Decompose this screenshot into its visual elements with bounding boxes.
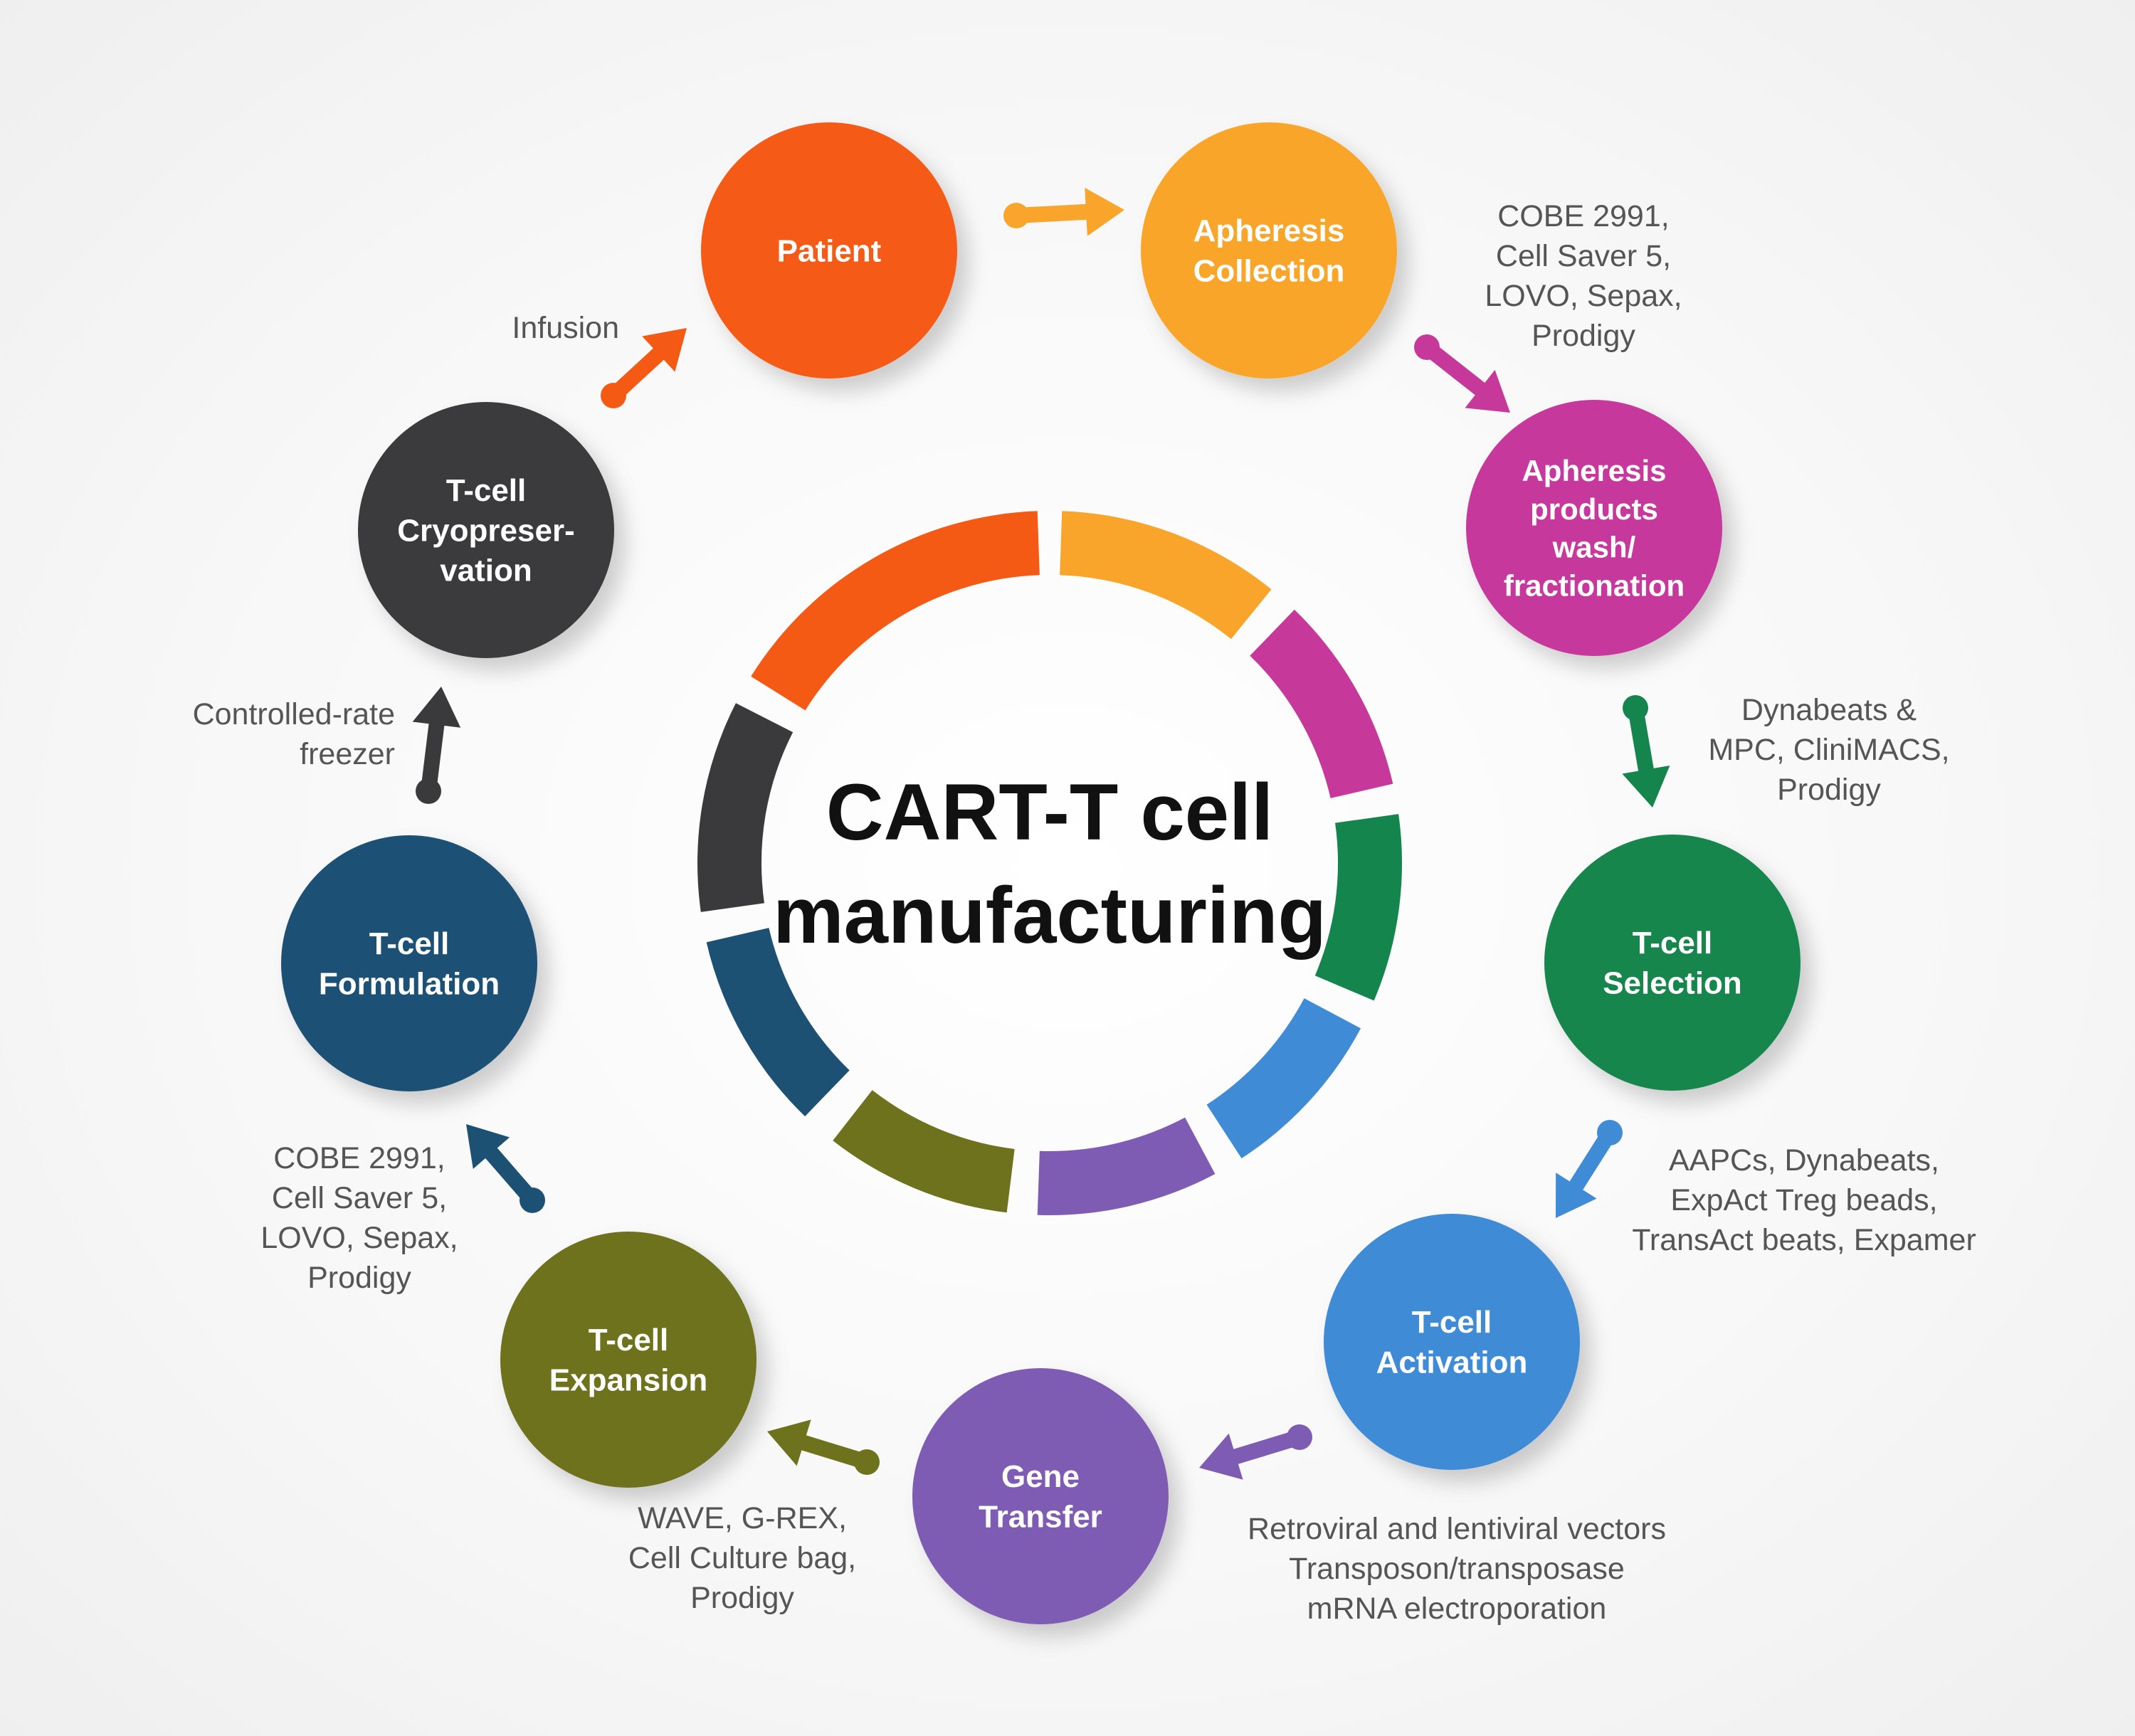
annotation-text-activation-methods: TransAct beats, Expamer xyxy=(1632,1223,1976,1257)
step-label-apheresis-collection: Collection xyxy=(1193,254,1345,289)
annotation-text-gene-transfer-methods: Transposon/transposase xyxy=(1289,1552,1625,1586)
center-title-line-1: CART-T cell xyxy=(826,768,1274,857)
center-title: CART-T cell manufacturing xyxy=(773,768,1327,960)
step-label-tcell-cryopreservation: Cryopreser- xyxy=(397,513,574,548)
ring-segment-gene-transfer xyxy=(1037,1117,1216,1216)
annotation-text-expansion-methods: WAVE, G-REX, xyxy=(638,1501,847,1535)
arrow-tcell-activation xyxy=(1556,1120,1623,1218)
annotation-text-gene-transfer-methods: mRNA electroporation xyxy=(1307,1592,1607,1626)
step-circle-tcell-cryopreservation xyxy=(358,402,614,658)
annotation-selection-methods: Dynabeats & MPC, CliniMACS, Prodigy xyxy=(1708,693,1949,807)
ring-segment-tcell-selection xyxy=(1314,814,1402,1001)
annotation-text-selection-methods: Dynabeats & xyxy=(1741,693,1917,727)
step-patient: Patient xyxy=(701,122,957,379)
step-circle-patient xyxy=(701,122,957,379)
ring-segment-tcell-expansion xyxy=(833,1090,1015,1213)
annotation-text-selection-methods: Prodigy xyxy=(1777,773,1881,807)
arrow-gene-transfer xyxy=(1199,1424,1312,1480)
annotation-text-activation-methods: AAPCs, Dynabeats, xyxy=(1669,1143,1939,1177)
annotation-gene-transfer-methods: Retroviral and lentiviral vectorsTranspo… xyxy=(1248,1512,1666,1626)
annotations: COBE 2991, Cell Saver 5, LOVO, Sepax, Prodi… xyxy=(193,199,1976,1626)
step-label-apheresis-wash: wash/ xyxy=(1552,531,1636,564)
annotation-text-formulation-methods: Cell Saver 5, xyxy=(272,1181,447,1215)
annotation-text-formulation-methods: Prodigy xyxy=(307,1261,411,1295)
step-label-tcell-cryopreservation: vation xyxy=(440,554,532,588)
annotation-text-selection-methods: MPC, CliniMACS, xyxy=(1708,733,1949,767)
annotation-text-infusion: Infusion xyxy=(512,311,619,345)
step-label-apheresis-collection: Apheresis xyxy=(1193,213,1345,248)
step-label-gene-transfer: Transfer xyxy=(979,1500,1102,1535)
step-label-tcell-selection: Selection xyxy=(1603,966,1742,1001)
annotation-text-collection-methods: COBE 2991, xyxy=(1497,199,1669,233)
annotation-expansion-methods: WAVE, G-REX, Cell Culture bag, Prodigy xyxy=(628,1501,856,1615)
arrows xyxy=(412,187,1670,1480)
step-circles: PatientApheresisCollectionApheresisprodu… xyxy=(281,122,1801,1624)
step-label-gene-transfer: Gene xyxy=(1001,1459,1080,1494)
step-label-patient: Patient xyxy=(777,233,882,268)
step-label-tcell-selection: T-cell xyxy=(1633,926,1713,960)
ring-segment-apheresis-wash xyxy=(1250,609,1393,798)
step-circle-tcell-expansion xyxy=(500,1232,757,1488)
step-circle-tcell-formulation xyxy=(281,835,537,1091)
center-ring xyxy=(697,511,1402,1216)
arrow-apheresis-wash xyxy=(1414,334,1510,413)
annotation-collection-methods: COBE 2991, Cell Saver 5, LOVO, Sepax, Prodi… xyxy=(1485,199,1682,353)
step-label-apheresis-wash: products xyxy=(1530,492,1658,526)
arrow-tcell-selection xyxy=(1622,695,1670,808)
step-label-tcell-activation: Activation xyxy=(1376,1345,1528,1380)
annotation-text-collection-methods: Cell Saver 5, xyxy=(1496,239,1671,273)
annotation-text-gene-transfer-methods: Retroviral and lentiviral vectors xyxy=(1248,1512,1666,1546)
annotation-text-cryo-methods: freezer xyxy=(300,737,395,771)
step-circle-gene-transfer xyxy=(912,1368,1169,1624)
step-label-tcell-formulation: T-cell xyxy=(369,926,450,961)
annotation-text-expansion-methods: Cell Culture bag, xyxy=(628,1541,856,1575)
annotation-text-activation-methods: ExpAct Treg beads, xyxy=(1670,1183,1937,1217)
annotation-cryo-methods: Controlled-rate freezer xyxy=(193,697,395,771)
annotation-text-formulation-methods: COBE 2991, xyxy=(273,1141,445,1175)
annotation-text-formulation-methods: LOVO, Sepax, xyxy=(260,1221,458,1255)
annotation-text-cryo-methods: Controlled-rate xyxy=(193,697,395,731)
annotation-text-expansion-methods: Prodigy xyxy=(690,1581,794,1615)
annotation-formulation-methods: COBE 2991, Cell Saver 5, LOVO, Sepax, Prodi… xyxy=(260,1141,458,1295)
ring-segment-patient xyxy=(751,511,1040,711)
arrow-tcell-formulation xyxy=(466,1124,545,1213)
step-label-tcell-expansion: T-cell xyxy=(589,1323,669,1357)
center-title-line-2: manufacturing xyxy=(773,871,1327,960)
step-label-apheresis-wash: Apheresis xyxy=(1522,454,1666,487)
annotation-infusion: Infusion xyxy=(512,311,619,345)
annotation-text-collection-methods: LOVO, Sepax, xyxy=(1485,279,1682,313)
step-circle-tcell-selection xyxy=(1544,835,1801,1091)
ring-segment-tcell-cryopreservation xyxy=(697,703,794,912)
step-circle-apheresis-wash xyxy=(1466,400,1722,656)
arrow-tcell-cryopreservation xyxy=(412,687,461,804)
arrow-tcell-expansion xyxy=(767,1419,880,1475)
step-circle-tcell-activation xyxy=(1324,1214,1580,1470)
step-label-tcell-expansion: Expansion xyxy=(549,1363,708,1398)
ring-segment-tcell-activation xyxy=(1206,998,1361,1159)
ring-segment-apheresis-collection xyxy=(1060,511,1272,640)
step-label-tcell-activation: T-cell xyxy=(1412,1305,1492,1340)
step-circle-apheresis-collection xyxy=(1141,122,1397,379)
arrow-apheresis-collection xyxy=(1003,187,1124,236)
ring-segment-tcell-formulation xyxy=(706,928,850,1117)
annotation-text-collection-methods: Prodigy xyxy=(1532,319,1635,353)
step-label-apheresis-wash: fractionation xyxy=(1504,568,1685,602)
arrow-patient xyxy=(601,328,687,408)
step-apheresis-wash: Apheresis products wash/fractionation xyxy=(1466,400,1722,656)
annotation-activation-methods: AAPCs, Dynabeats, ExpAct Treg beads, Trans… xyxy=(1632,1143,1976,1257)
step-label-tcell-formulation: Formulation xyxy=(319,967,500,1002)
step-label-tcell-cryopreservation: T-cell xyxy=(446,473,527,508)
